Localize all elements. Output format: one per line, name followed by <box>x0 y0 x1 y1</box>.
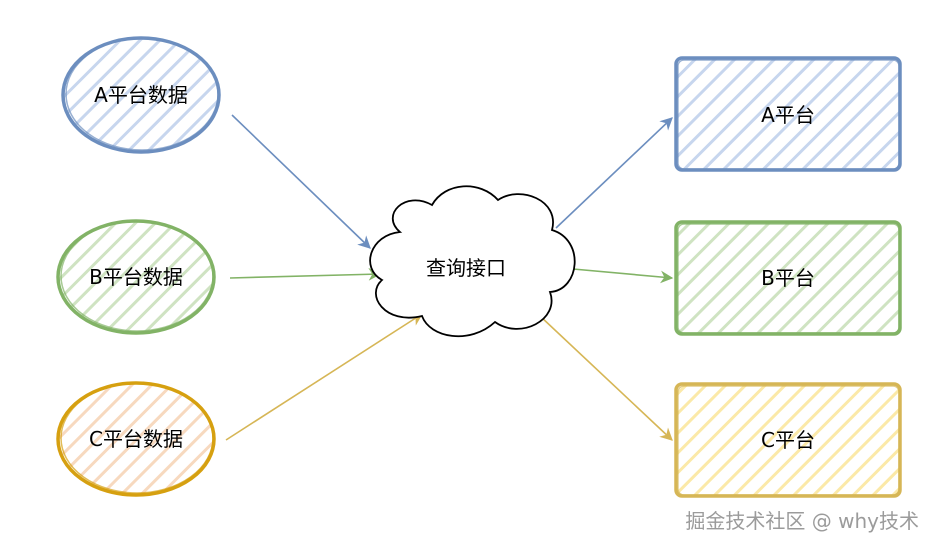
source-b-node[interactable]: B平台数据 <box>56 219 216 335</box>
edge-b-data-to-hub <box>229 267 382 281</box>
target-c-label: C平台 <box>761 428 815 452</box>
watermark: 掘金技术社区 @ why技术 <box>685 509 919 533</box>
target-a-label: A平台 <box>761 103 815 127</box>
target-b-node[interactable]: B平台 <box>674 220 902 336</box>
hub-label: 查询接口 <box>426 256 506 280</box>
edge-c-data-to-hub <box>225 313 424 441</box>
edge-a-data-to-hub <box>231 114 371 249</box>
source-c-node[interactable]: C平台数据 <box>56 381 216 497</box>
edge-hub-to-b <box>561 267 674 284</box>
source-a-node[interactable]: A平台数据 <box>61 36 221 154</box>
edge-hub-to-a <box>555 117 673 229</box>
source-a-label: A平台数据 <box>94 83 188 107</box>
source-c-label: C平台数据 <box>89 427 183 451</box>
edge-hub-to-c <box>539 315 673 441</box>
source-b-label: B平台数据 <box>89 265 183 289</box>
target-a-node[interactable]: A平台 <box>674 56 902 172</box>
target-b-label: B平台 <box>761 266 815 290</box>
hub-cloud[interactable]: 查询接口 <box>369 185 576 338</box>
target-c-node[interactable]: C平台 <box>674 382 902 498</box>
